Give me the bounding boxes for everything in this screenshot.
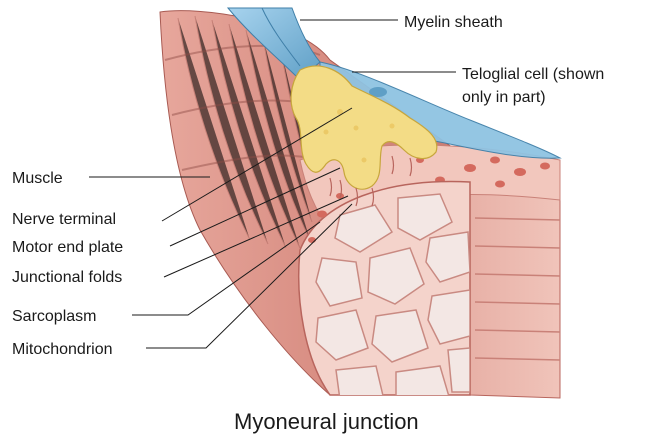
label-muscle: Muscle	[12, 170, 63, 187]
label-teloglial-cell-line2: only in part)	[462, 89, 546, 106]
label-nerve-terminal: Nerve terminal	[12, 211, 116, 228]
label-junctional-folds: Junctional folds	[12, 269, 122, 286]
figure-caption: Myoneural junction	[234, 409, 419, 434]
label-myelin-sheath: Myelin sheath	[404, 14, 503, 31]
label-motor-end-plate: Motor end plate	[12, 239, 123, 256]
cross-section	[299, 182, 470, 400]
label-teloglial-cell-line1: Teloglial cell (shown	[462, 66, 604, 83]
label-sarcoplasm: Sarcoplasm	[12, 308, 96, 325]
label-mitochondrion: Mitochondrion	[12, 341, 113, 358]
